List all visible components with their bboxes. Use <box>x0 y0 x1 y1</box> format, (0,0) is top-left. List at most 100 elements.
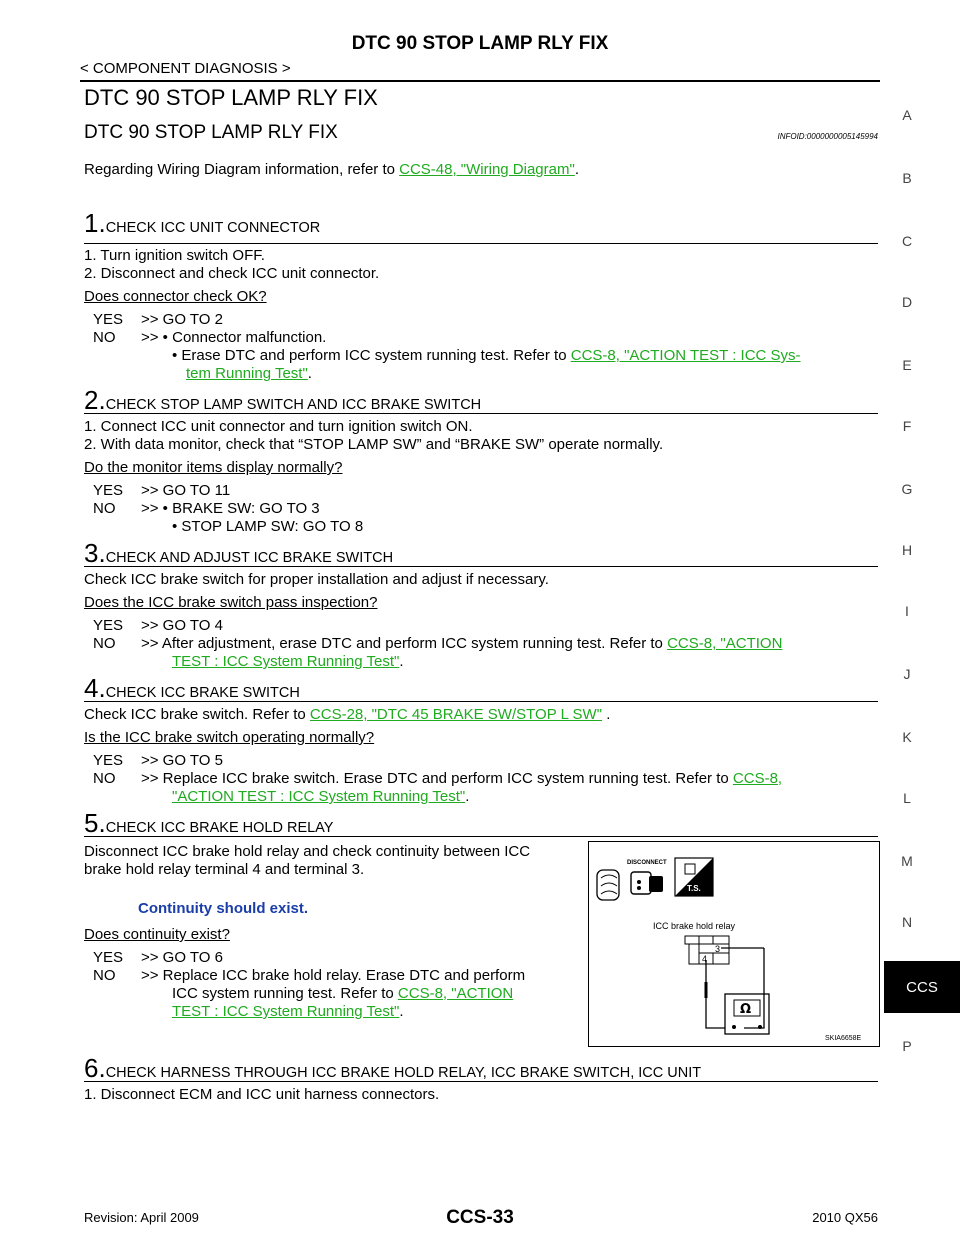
side-index-f[interactable]: F <box>902 418 912 434</box>
relay-continuity-figure: DISCONNECT T.S. ICC brake hold relay 3 4 <box>588 841 880 1047</box>
action-test-link[interactable]: CCS-8, "ACTION <box>397 985 514 1002</box>
step-4-heading: 4.CHECK ICC BRAKE SWITCH <box>84 673 300 703</box>
step-5-instruction: Disconnect ICC brake hold relay and chec… <box>84 843 531 860</box>
step-1-no-action: >> • Connector malfunction. <box>141 329 327 346</box>
action-test-link[interactable]: TEST : ICC System Running Test" <box>172 1003 400 1020</box>
step-1-no-action: tem Running Test". <box>186 365 312 382</box>
step-3-instruction: Check ICC brake switch for proper instal… <box>84 571 549 588</box>
step-2-instruction: 1. Connect ICC unit connector and turn i… <box>84 418 473 435</box>
yes-label: YES <box>93 311 124 328</box>
step-2-instruction: 2. With data monitor, check that “STOP L… <box>84 436 664 453</box>
expected-result: Continuity should exist. <box>138 900 309 917</box>
side-index-a[interactable]: A <box>902 107 912 123</box>
step-2-no-action: • STOP LAMP SW: GO TO 8 <box>172 518 364 535</box>
yes-label: YES <box>93 482 124 499</box>
step-1-yes-action: >> GO TO 2 <box>141 311 223 328</box>
action-test-link[interactable]: "ACTION TEST : ICC System Running Test" <box>172 788 466 805</box>
step-5-no-action: ICC system running test. Refer to CCS-8,… <box>172 985 514 1002</box>
step-3-no-action: >> After adjustment, erase DTC and perfo… <box>141 635 783 652</box>
step-3-no-action: TEST : ICC System Running Test". <box>172 653 404 670</box>
svg-text:3: 3 <box>715 944 720 954</box>
action-test-link[interactable]: CCS-8, "ACTION <box>667 635 783 652</box>
side-index-b[interactable]: B <box>902 170 912 186</box>
step-6-instruction: 1. Disconnect ECM and ICC unit harness c… <box>84 1086 440 1103</box>
header-divider <box>80 80 880 82</box>
step-5-instruction: brake hold relay terminal 4 and terminal… <box>84 861 365 878</box>
step-divider <box>84 836 878 837</box>
side-index-p[interactable]: P <box>902 1038 912 1054</box>
step-5-no-action: >> Replace ICC brake hold relay. Erase D… <box>141 967 526 984</box>
svg-text:DISCONNECT: DISCONNECT <box>627 860 667 866</box>
yes-label: YES <box>93 752 124 769</box>
side-index-ccs-tab[interactable]: CCS <box>884 961 960 1013</box>
brake-sw-link[interactable]: CCS-28, "DTC 45 BRAKE SW/STOP L SW" <box>309 706 603 723</box>
svg-text:4: 4 <box>702 954 707 964</box>
step-1-instruction: 1. Turn ignition switch OFF. <box>84 247 265 264</box>
action-test-link[interactable]: CCS-8, <box>732 770 783 787</box>
probe-wires <box>704 947 765 1029</box>
step-4-no-action: >> Replace ICC brake switch. Erase DTC a… <box>141 770 783 787</box>
info-id: INFOID:0000000005145994 <box>777 132 878 141</box>
step-2-question: Do the monitor items display normally? <box>84 459 343 476</box>
relay-connector: 3 4 <box>684 935 730 965</box>
no-label: NO <box>93 500 116 517</box>
step-3-yes-action: >> GO TO 4 <box>141 617 223 634</box>
step-3-question: Does the ICC brake switch pass inspectio… <box>84 594 378 611</box>
step-divider <box>84 413 878 414</box>
wiring-reference: Regarding Wiring Diagram information, re… <box>84 161 579 178</box>
side-index-g[interactable]: G <box>901 481 913 497</box>
side-index-i[interactable]: I <box>905 603 909 619</box>
yes-label: YES <box>93 617 124 634</box>
step-4-no-action: "ACTION TEST : ICC System Running Test". <box>172 788 470 805</box>
svg-text:ICC brake hold relay: ICC brake hold relay <box>653 921 736 931</box>
side-index-c[interactable]: C <box>901 233 913 249</box>
action-test-link[interactable]: tem Running Test" <box>186 365 308 382</box>
ohmmeter-icon: Ω <box>724 993 770 1035</box>
no-label: NO <box>93 635 116 652</box>
wiring-diagram-link[interactable]: CCS-48, "Wiring Diagram" <box>399 161 575 178</box>
step-4-instruction: Check ICC brake switch. Refer to CCS-28,… <box>84 706 611 723</box>
step-1-instruction: 2. Disconnect and check ICC unit connect… <box>84 265 380 282</box>
disconnect-connector-icon: DISCONNECT <box>627 860 667 895</box>
side-index-d[interactable]: D <box>901 294 913 310</box>
side-index-h[interactable]: H <box>901 542 913 558</box>
step-divider <box>84 566 878 567</box>
step-5-yes-action: >> GO TO 6 <box>141 949 223 966</box>
svg-text:Ω: Ω <box>740 1002 751 1017</box>
step-2-heading: 2.CHECK STOP LAMP SWITCH AND ICC BRAKE S… <box>84 385 482 415</box>
page-title: DTC 90 STOP LAMP RLY FIX <box>351 33 609 54</box>
step-1-no-action: • Erase DTC and perform ICC system runni… <box>172 347 801 364</box>
step-1-question: Does connector check OK? <box>84 288 267 305</box>
page-number: CCS-33 <box>446 1207 514 1228</box>
step-4-yes-action: >> GO TO 5 <box>141 752 223 769</box>
step-divider <box>84 1081 878 1082</box>
tester-icon: T.S. <box>674 857 714 897</box>
ignition-off-icon <box>596 869 620 901</box>
step-2-no-action: >> • BRAKE SW: GO TO 3 <box>141 500 320 517</box>
step-5-no-action: TEST : ICC System Running Test". <box>172 1003 404 1020</box>
side-index-n[interactable]: N <box>901 914 913 930</box>
side-index-l[interactable]: L <box>903 790 911 806</box>
step-5-question: Does continuity exist? <box>84 926 230 943</box>
side-index-m[interactable]: M <box>901 853 913 869</box>
section-title: DTC 90 STOP LAMP RLY FIX <box>84 85 378 110</box>
step-3-heading: 3.CHECK AND ADJUST ICC BRAKE SWITCH <box>84 538 394 568</box>
side-index-j[interactable]: J <box>903 666 911 682</box>
side-index-k[interactable]: K <box>902 729 912 745</box>
step-2-yes-action: >> GO TO 11 <box>141 482 231 499</box>
side-index-e[interactable]: E <box>902 357 912 373</box>
no-label: NO <box>93 770 116 787</box>
model-label: 2010 QX56 <box>812 1210 878 1225</box>
yes-label: YES <box>93 949 124 966</box>
action-test-link[interactable]: CCS-8, "ACTION TEST : ICC Sys- <box>570 347 801 364</box>
step-4-question: Is the ICC brake switch operating normal… <box>84 729 375 746</box>
no-label: NO <box>93 967 116 984</box>
relay-diagram: DISCONNECT T.S. ICC brake hold relay 3 4 <box>596 857 862 1042</box>
breadcrumb: < COMPONENT DIAGNOSIS > <box>80 60 291 77</box>
figure-code: SKIA6658E <box>825 1035 862 1042</box>
svg-text:T.S.: T.S. <box>687 884 701 893</box>
action-test-link[interactable]: TEST : ICC System Running Test" <box>172 653 400 670</box>
no-label: NO <box>93 329 116 346</box>
step-5-heading: 5.CHECK ICC BRAKE HOLD RELAY <box>84 808 334 838</box>
step-divider <box>84 701 878 702</box>
